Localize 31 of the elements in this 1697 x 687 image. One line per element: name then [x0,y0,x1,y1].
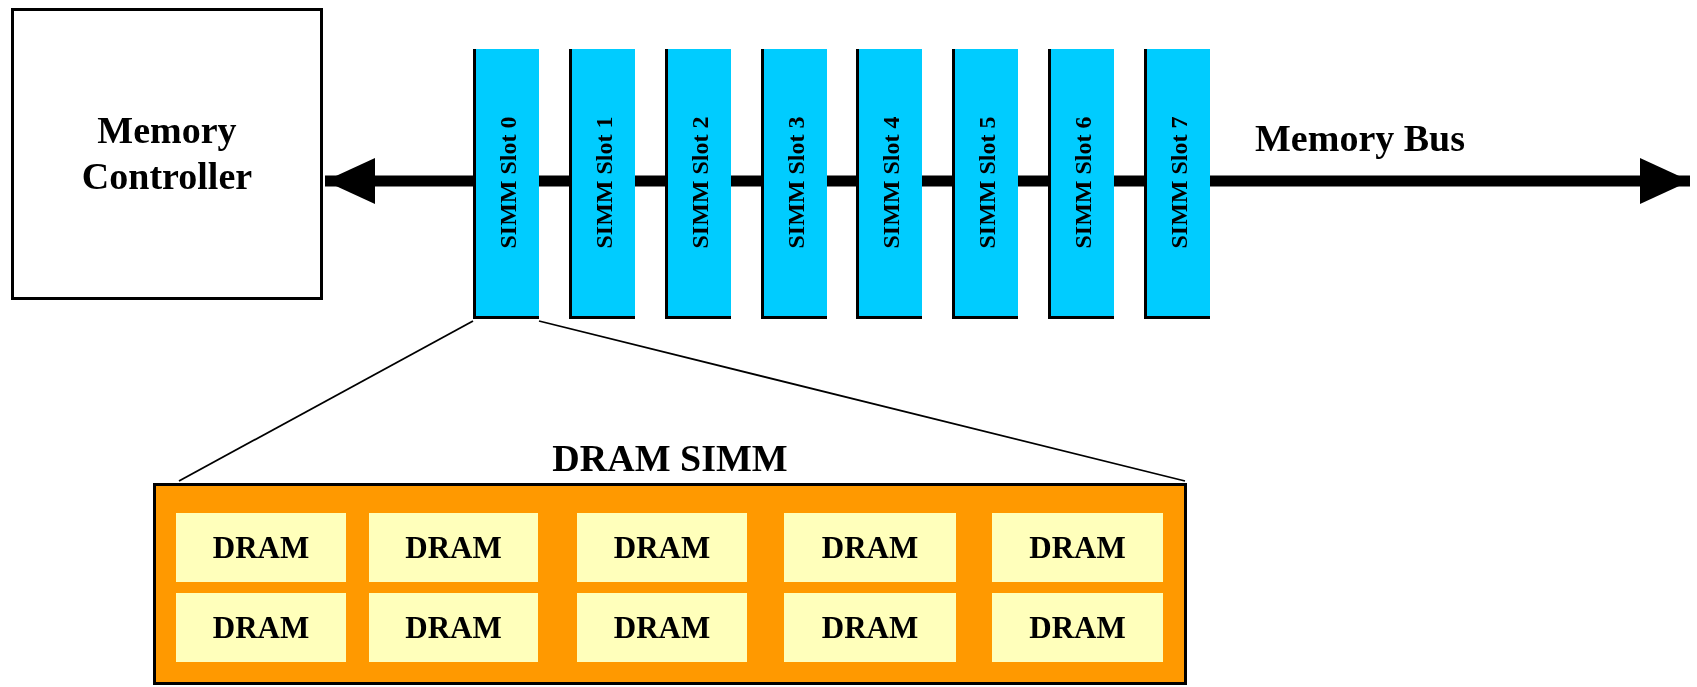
memory-chip: DRAM [784,513,956,582]
memory-chip: DRAM [992,593,1163,662]
slot-label: SIMM Slot 5 [973,116,1000,249]
memory-chip: DRAM [176,593,346,662]
memory-slot [1144,49,1210,319]
memory-slot [665,49,731,319]
memory-chip: DRAM [577,513,747,582]
memory-slot [856,49,922,319]
bus-label: Memory Bus [1255,116,1466,160]
memory-slot [761,49,827,319]
controller-box: Memory Controller [11,8,323,300]
memory-slot [1048,49,1114,319]
memory-slot [569,49,635,319]
memory-chip: DRAM [369,593,538,662]
memory-chip: DRAM [176,513,346,582]
leader-line [538,320,1186,482]
memory-chip: DRAM [577,593,747,662]
memory-chip: DRAM [784,593,956,662]
slot-label: SIMM Slot 6 [1069,116,1096,249]
memory-slot [473,49,539,319]
slot-label: SIMM Slot 1 [590,116,617,249]
slot-label: SIMM Slot 2 [686,116,713,249]
module-title: DRAM SIMM [551,436,789,480]
slot-label: SIMM Slot 7 [1165,116,1192,249]
slot-label: SIMM Slot 3 [782,116,809,249]
memory-chip: DRAM [992,513,1163,582]
memory-chip: DRAM [369,513,538,582]
slot-label: SIMM Slot 0 [494,116,521,249]
slot-label: SIMM Slot 4 [877,116,904,249]
memory-slot [952,49,1018,319]
leader-line [178,320,474,482]
